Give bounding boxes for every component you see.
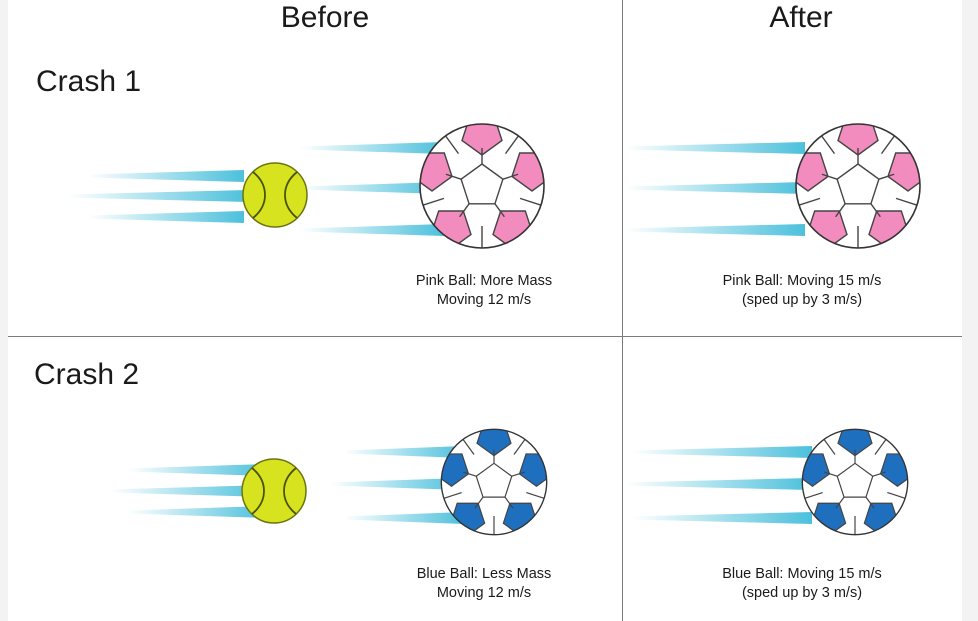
after-column-title: After	[769, 1, 833, 34]
crash-1-label: Crash 1	[36, 65, 142, 98]
caption-line: Pink Ball: More Mass	[415, 273, 553, 289]
caption-line: Blue Ball: Less Mass	[416, 566, 552, 582]
left-margin	[0, 0, 8, 621]
crash2-after-ball-streaks	[625, 446, 812, 524]
soccer-ball-icon	[795, 123, 921, 249]
soccer-ball-icon	[440, 428, 548, 536]
crash-2-after-caption: Blue Ball: Moving 15 m/s (sped up by 3 m…	[682, 565, 922, 603]
caption-line: Moving 12 m/s	[436, 585, 532, 601]
right-margin	[962, 0, 978, 621]
crash-2-label: Crash 2	[34, 358, 140, 391]
tennis-ball-icon	[241, 458, 307, 524]
caption-line: Moving 12 m/s	[436, 292, 532, 308]
tennis-ball-icon	[242, 162, 308, 228]
crash-2-before-caption: Blue Ball: Less Mass Moving 12 m/s	[364, 565, 604, 603]
caption-line: (sped up by 3 m/s)	[741, 292, 863, 308]
crash1-before-tennis-streaks	[68, 170, 248, 223]
row-divider	[8, 336, 962, 337]
caption-line: (sped up by 3 m/s)	[741, 585, 863, 601]
column-divider	[622, 0, 623, 621]
crash-1-after-caption: Pink Ball: Moving 15 m/s (sped up by 3 m…	[682, 272, 922, 310]
before-column-title: Before	[280, 1, 370, 34]
caption-line: Blue Ball: Moving 15 m/s	[722, 566, 882, 582]
caption-line: Pink Ball: Moving 15 m/s	[722, 273, 882, 289]
crash-1-before-caption: Pink Ball: More Mass Moving 12 m/s	[364, 272, 604, 310]
crash1-after-ball-streaks	[625, 142, 805, 236]
soccer-ball-icon	[801, 428, 909, 536]
